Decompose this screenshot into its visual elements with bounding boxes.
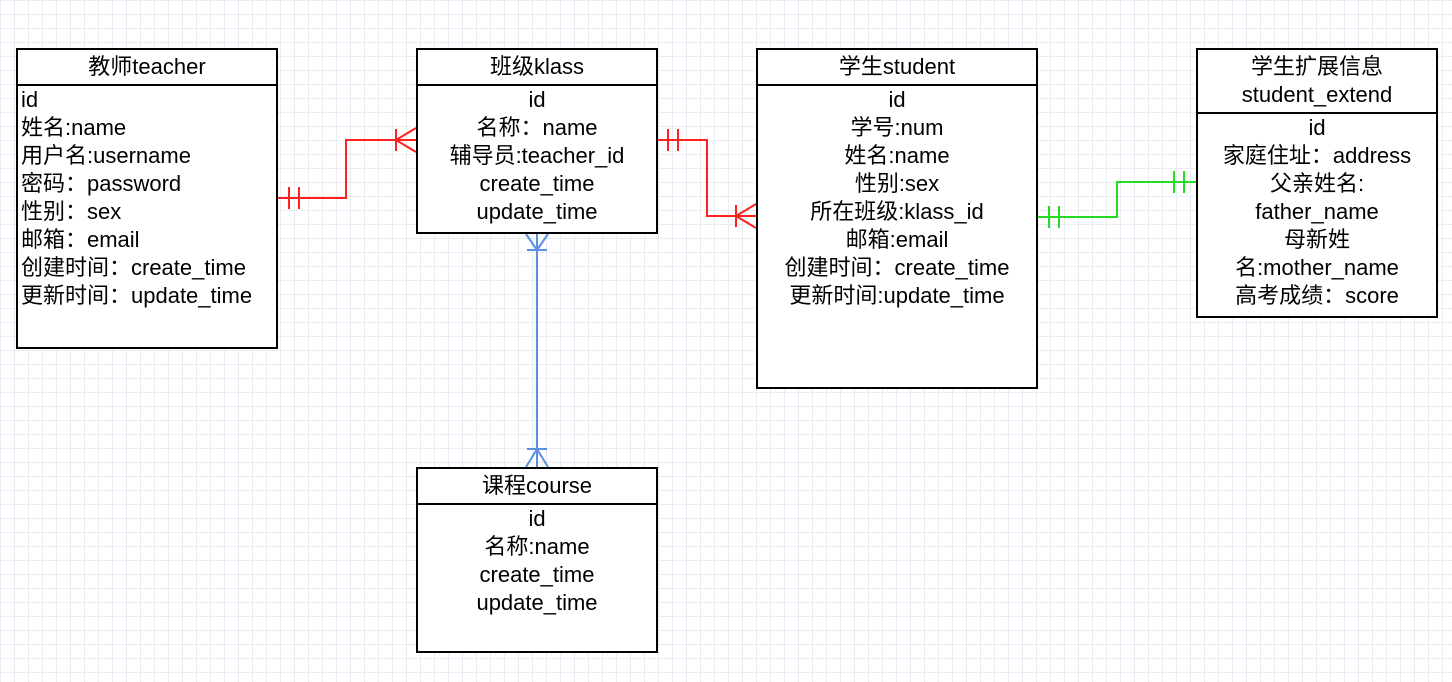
relationship-line (278, 139, 416, 199)
entity-field: id (528, 506, 546, 531)
entity-field: update_time (476, 199, 598, 224)
entity-field: 名:mother_name (1235, 255, 1399, 280)
cardinality-many-crowfoot (735, 203, 757, 217)
entity-klass[interactable]: 班级klass id 名称：name 辅导员:teacher_id create… (416, 48, 658, 234)
entity-field: 高考成绩：score (1235, 283, 1399, 308)
entity-field: 更新时间：update_time (21, 283, 253, 308)
entity-field: 父亲姓名: (1269, 171, 1365, 196)
relationship-teacher-klass (278, 127, 417, 209)
entity-title: 班级klass (418, 50, 656, 86)
entity-field: id (1308, 115, 1326, 140)
relationship-student-extend (1038, 171, 1196, 228)
cardinality-many-crowfoot (395, 127, 417, 141)
entity-field-list: id 名称:name create_time update_time (418, 505, 656, 617)
cardinality-many-crowfoot (525, 233, 538, 251)
entity-field: 所在班级:klass_id (810, 199, 984, 224)
entity-field-list: id 家庭住址：address 父亲姓名: father_name 母新姓 名:… (1198, 114, 1436, 310)
entity-field: 性别:sex (854, 171, 940, 196)
relationship-klass-student (658, 129, 757, 229)
entity-field: 家庭住址：address (1222, 143, 1412, 168)
entity-title: 教师teacher (18, 50, 276, 86)
entity-field: 邮箱：email (21, 227, 140, 252)
entity-field: 性别：sex (21, 199, 122, 224)
entity-field: update_time (476, 590, 598, 615)
entity-field: 姓名:name (21, 115, 127, 140)
entity-field: 辅导员:teacher_id (449, 143, 625, 168)
entity-field: 创建时间：create_time (21, 255, 246, 280)
entity-field: 学号:num (850, 115, 944, 140)
entity-field-list: id 姓名:name 用户名:username 密码：password 性别：s… (18, 86, 276, 310)
entity-field: create_time (479, 562, 595, 587)
entity-field: father_name (1255, 199, 1379, 224)
entity-field: 创建时间：create_time (784, 255, 1010, 280)
entity-field: 密码：password (21, 171, 182, 196)
cardinality-many-crowfoot (735, 215, 757, 229)
entity-field: 母新姓 (1283, 227, 1350, 252)
entity-title: 学生student (758, 50, 1036, 86)
cardinality-many-crowfoot (395, 139, 417, 153)
entity-student[interactable]: 学生student id 学号:num 姓名:name 性别:sex 所在班级:… (756, 48, 1038, 389)
entity-teacher[interactable]: 教师teacher id 姓名:name 用户名:username 密码：pas… (16, 48, 278, 349)
entity-field: create_time (479, 171, 595, 196)
entity-title: 课程course (418, 469, 656, 505)
entity-field-list: id 学号:num 姓名:name 性别:sex 所在班级:klass_id 邮… (758, 86, 1036, 310)
entity-field: 邮箱:email (845, 227, 949, 252)
entity-field: 更新时间:update_time (789, 283, 1005, 308)
entity-field: id (528, 87, 546, 112)
entity-field: id (21, 87, 39, 112)
entity-field-list: id 名称：name 辅导员:teacher_id create_time up… (418, 86, 656, 226)
entity-field: 名称:name (484, 534, 590, 559)
entity-course[interactable]: 课程course id 名称:name create_time update_t… (416, 467, 658, 653)
entity-field: id (888, 87, 906, 112)
relationship-line (1038, 181, 1196, 218)
entity-field: 用户名:username (21, 143, 191, 168)
cardinality-many-crowfoot (536, 448, 549, 468)
cardinality-many-crowfoot (525, 448, 538, 468)
entity-title: 学生扩展信息 student_extend (1198, 50, 1436, 114)
entity-field: 名称：name (476, 115, 598, 140)
relationship-line (658, 139, 756, 217)
cardinality-many-crowfoot (536, 233, 549, 251)
entity-student-extend[interactable]: 学生扩展信息 student_extend id 家庭住址：address 父亲… (1196, 48, 1438, 318)
relationship-klass-course (525, 233, 549, 468)
entity-field: 姓名:name (844, 143, 950, 168)
